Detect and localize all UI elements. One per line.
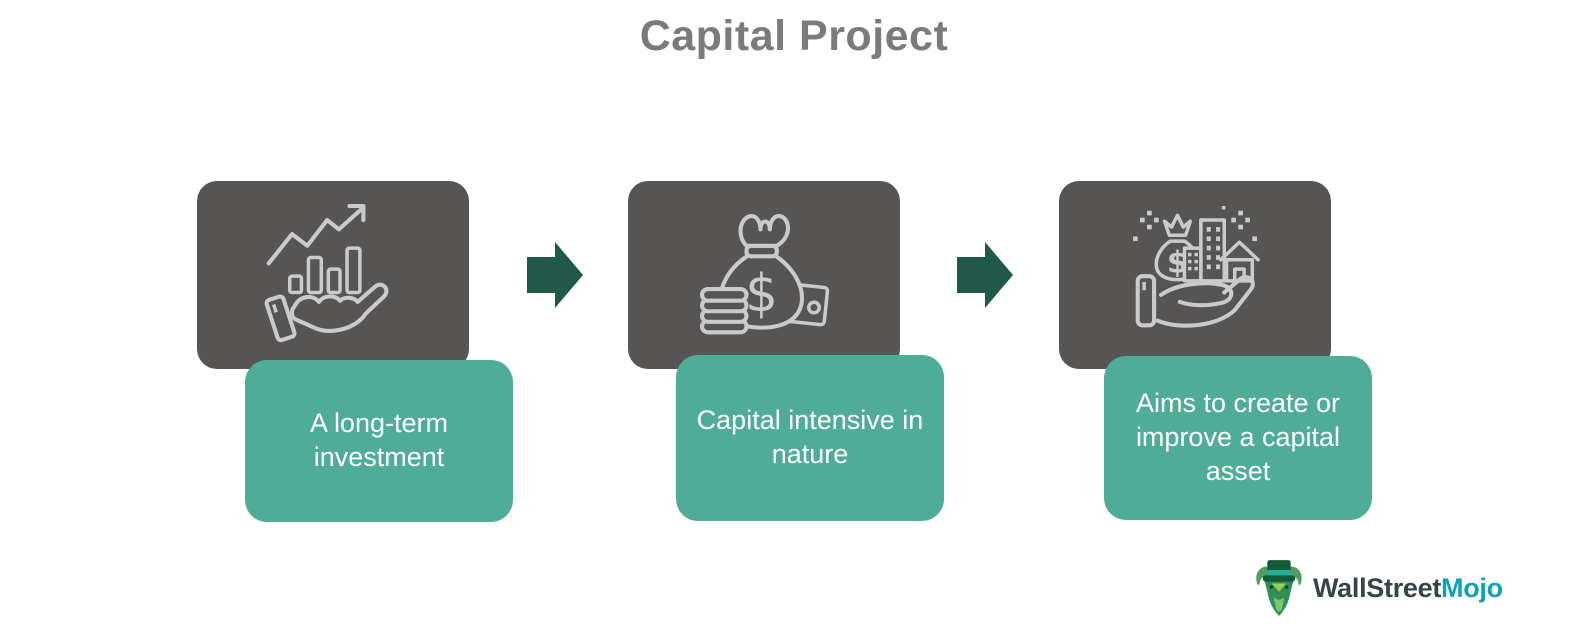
bull-mascot-icon	[1256, 560, 1302, 616]
right-arrow-icon	[957, 242, 1013, 308]
step-label-card-2: Capital intensive in nature	[676, 355, 944, 521]
step-label-card-1: A long-term investment	[245, 360, 513, 522]
logo-text-wallstreet: WallStreet	[1313, 572, 1442, 603]
money-bag-coins-icon: $	[699, 214, 830, 335]
hand-capital-assets-icon: $	[1133, 206, 1260, 328]
step-label-card-3: Aims to create or improve a capital asse…	[1104, 356, 1372, 520]
logo-text-mojo: Mojo	[1441, 572, 1503, 603]
wallstreetmojo-logo: WallStreetMojo	[1252, 556, 1503, 620]
right-arrow-icon	[527, 242, 583, 308]
page-title: Capital Project	[639, 12, 949, 60]
svg-text:$: $	[745, 264, 778, 324]
step-label: Aims to create or improve a capital asse…	[1135, 388, 1341, 486]
step-card-2: $	[628, 181, 900, 369]
building-windows	[1206, 227, 1221, 270]
logo-wordmark: WallStreetMojo	[1313, 573, 1503, 604]
hand-growth-chart-icon	[264, 203, 389, 343]
step-card-3: $	[1059, 181, 1331, 369]
sparkle-icons	[1133, 206, 1257, 242]
step-label: A long-term investment	[309, 408, 449, 472]
step-label: Capital intensive in nature	[696, 405, 924, 469]
step-card-1	[197, 181, 469, 369]
